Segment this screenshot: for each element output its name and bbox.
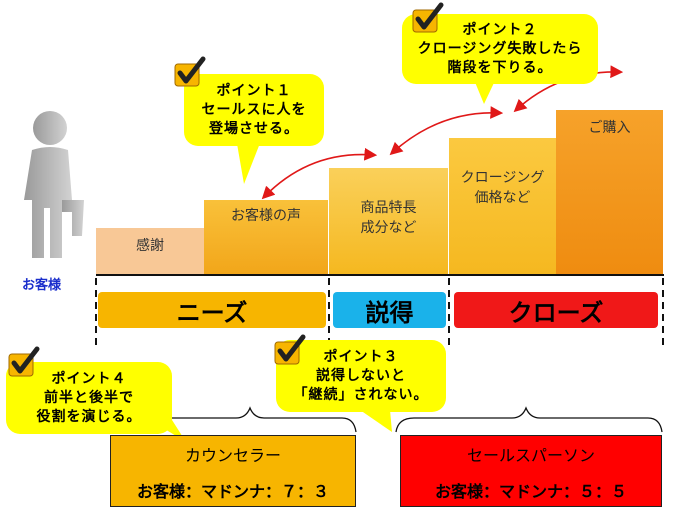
customer-figure-icon: [24, 111, 84, 258]
phase-close: クローズ: [454, 292, 658, 328]
checkmark-icon: [8, 346, 40, 377]
point-1-bubble: ポイント１ セールスに人を 登場させる。: [184, 74, 324, 146]
point-line: 前半と後半で: [44, 389, 134, 406]
point-line: 役割を演じる。: [36, 408, 142, 425]
role-title: セールスパーソン: [466, 446, 595, 465]
point-line: 説得しないと: [316, 367, 406, 384]
point-line: 登場させる。: [209, 120, 299, 137]
point-3-bubble: ポイント３ 説得しないと 「継続」されない。: [276, 340, 446, 412]
phase-label: 説得: [365, 298, 414, 327]
role-counselor: カウンセラー お客様：マドンナ：７：３: [110, 435, 356, 507]
checkmark-icon: [274, 334, 306, 365]
point-line: セールスに人を: [201, 101, 307, 118]
step-label: お客様の声: [231, 208, 301, 224]
step-closing-price: クロージング 価格など: [449, 138, 556, 274]
step-label: ご購入: [588, 120, 631, 136]
point-line: ポイント２: [462, 21, 538, 38]
phase-needs: ニーズ: [98, 292, 326, 328]
point-line: 「継続」されない。: [293, 386, 429, 403]
step-label: 感謝: [136, 238, 164, 254]
role-title: カウンセラー: [184, 446, 281, 465]
checkmark-icon: [412, 2, 444, 33]
point-line: ポイント１: [216, 82, 292, 99]
phase-persuade: 説得: [333, 292, 446, 328]
point-line: ポイント４: [51, 370, 127, 387]
step-label: クロージング 価格など: [460, 170, 545, 206]
customer-label: お客様: [22, 278, 62, 293]
point-line: クロージング失敗したら: [417, 40, 583, 57]
step-label: 商品特長 成分など: [360, 200, 417, 236]
checkmark-icon: [174, 56, 206, 87]
point-line: ポイント３: [323, 348, 399, 365]
phase-label: ニーズ: [176, 298, 248, 327]
role-ratio: お客様：マドンナ：７：３: [136, 482, 329, 501]
step-purchase: ご購入: [556, 110, 663, 274]
phase-label: クローズ: [508, 298, 604, 327]
step-gratitude: 感謝: [96, 228, 204, 274]
step-customer-voice: お客様の声: [204, 200, 328, 274]
role-salesperson: セールスパーソン お客様：マドンナ：５：５: [400, 435, 662, 507]
point-line: 階段を下りる。: [447, 59, 553, 76]
role-ratio: お客様：マドンナ：５：５: [434, 482, 627, 501]
point-4-bubble: ポイント４ 前半と後半で 役割を演じる。: [6, 362, 172, 434]
ground-line: [96, 274, 664, 276]
